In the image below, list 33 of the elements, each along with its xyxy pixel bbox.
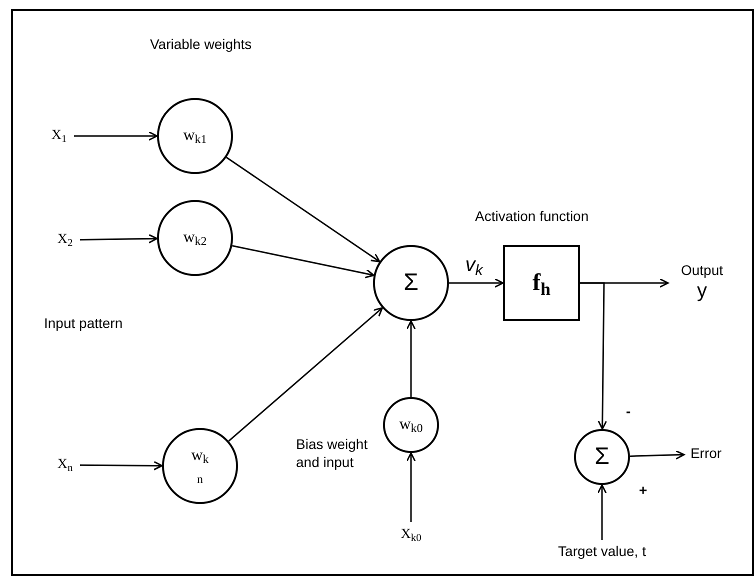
node-label: w$_{k2}$ — [183, 228, 207, 248]
node-label: Error — [690, 445, 722, 463]
arrow — [406, 452, 416, 522]
note-label: Input pattern — [44, 315, 123, 332]
note-label: Bias weight and input — [296, 436, 369, 471]
node-label: w$_{k1}$ — [183, 126, 207, 146]
node-label: X$_{k0}$ — [400, 526, 422, 544]
note-label: Variable weights — [150, 36, 252, 54]
arrow — [226, 156, 380, 262]
output-symbol: y — [697, 279, 707, 304]
arrow — [228, 307, 384, 442]
node-label: X$_{1}$ — [51, 127, 67, 145]
node-label: Σ — [404, 268, 418, 298]
node-label: w$_{k0}$ — [399, 415, 423, 435]
arrow — [406, 320, 416, 397]
output-label: Output — [680, 262, 724, 280]
node-label: f$_{h}$ — [532, 269, 550, 298]
sign-label: - — [626, 403, 631, 420]
node-label: X$_{n}$ — [57, 456, 73, 474]
sign-label: + — [639, 482, 648, 500]
arrow — [580, 282, 608, 430]
arrow — [80, 234, 158, 244]
activation-box — [503, 245, 580, 321]
arrow — [74, 131, 158, 141]
node-label: Σ — [594, 442, 610, 472]
node-label: Activation function — [475, 207, 589, 226]
arrow — [80, 460, 163, 470]
arrow — [630, 450, 685, 460]
node-label: Target value, t — [558, 543, 646, 561]
node-label: X$_{2}$ — [57, 231, 73, 249]
arrow — [232, 245, 375, 278]
arrow — [449, 278, 504, 288]
arrow — [597, 484, 607, 540]
